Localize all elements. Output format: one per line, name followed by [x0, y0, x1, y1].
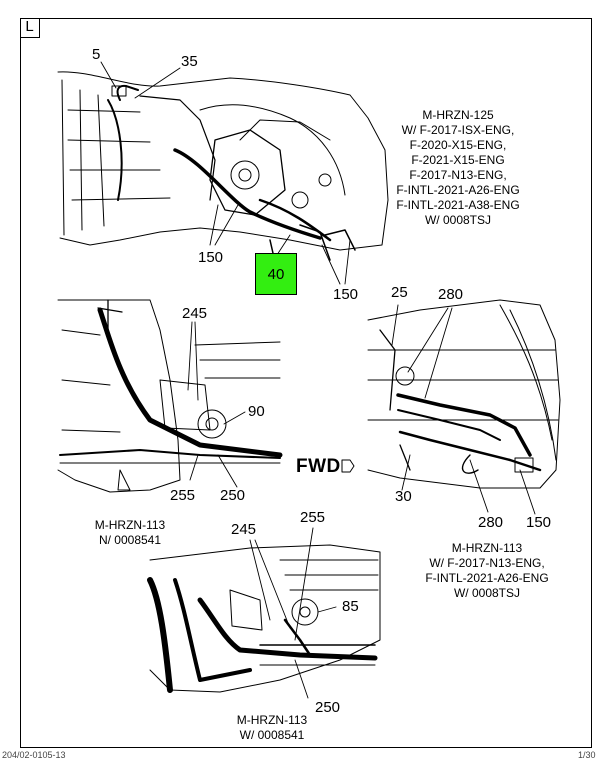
top-view-illustration: [57, 61, 389, 285]
diagram-frame: [20, 18, 592, 748]
footer-left: 204/02-0105-13: [2, 750, 66, 760]
callout-85: 85: [342, 598, 359, 615]
callout-280: 280: [478, 514, 504, 531]
middle-left-illustration: [57, 299, 283, 493]
callout-90: 90: [248, 403, 265, 420]
callout-150: 150: [198, 249, 224, 266]
callout-150: 150: [526, 514, 552, 531]
caption-top-view: M-HRZN-125 W/ F-2017-ISX-ENG, F-2020-X15…: [396, 108, 520, 227]
highlighted-callout-40: 40: [255, 253, 297, 295]
callout-255: 255: [300, 509, 326, 526]
callout-35: 35: [181, 53, 198, 70]
corner-label: L: [20, 18, 40, 38]
callout-255: 255: [170, 487, 196, 504]
forward-direction-label: FWD: [296, 456, 341, 477]
callout-250: 250: [220, 487, 246, 504]
callout-245: 245: [231, 521, 257, 538]
fwd-arrow-shape: [341, 459, 355, 473]
callout-5: 5: [92, 46, 101, 63]
caption-middle-left-view: M-HRZN-113 N/ 0008541: [94, 518, 166, 547]
callout-30: 30: [395, 488, 412, 505]
callout-245: 245: [182, 305, 208, 322]
caption-middle-right-view: M-HRZN-113 W/ F-2017-N13-ENG, F-INTL-202…: [425, 541, 549, 600]
footer-right: 1/30: [578, 750, 596, 760]
callout-250: 250: [315, 699, 341, 716]
callout-25: 25: [391, 284, 408, 301]
caption-bottom-view: M-HRZN-113 W/ 0008541: [236, 713, 308, 742]
bottom-view-illustration: [147, 527, 381, 699]
callout-150: 150: [333, 286, 359, 303]
middle-right-illustration: [367, 299, 561, 515]
callout-280: 280: [438, 286, 464, 303]
